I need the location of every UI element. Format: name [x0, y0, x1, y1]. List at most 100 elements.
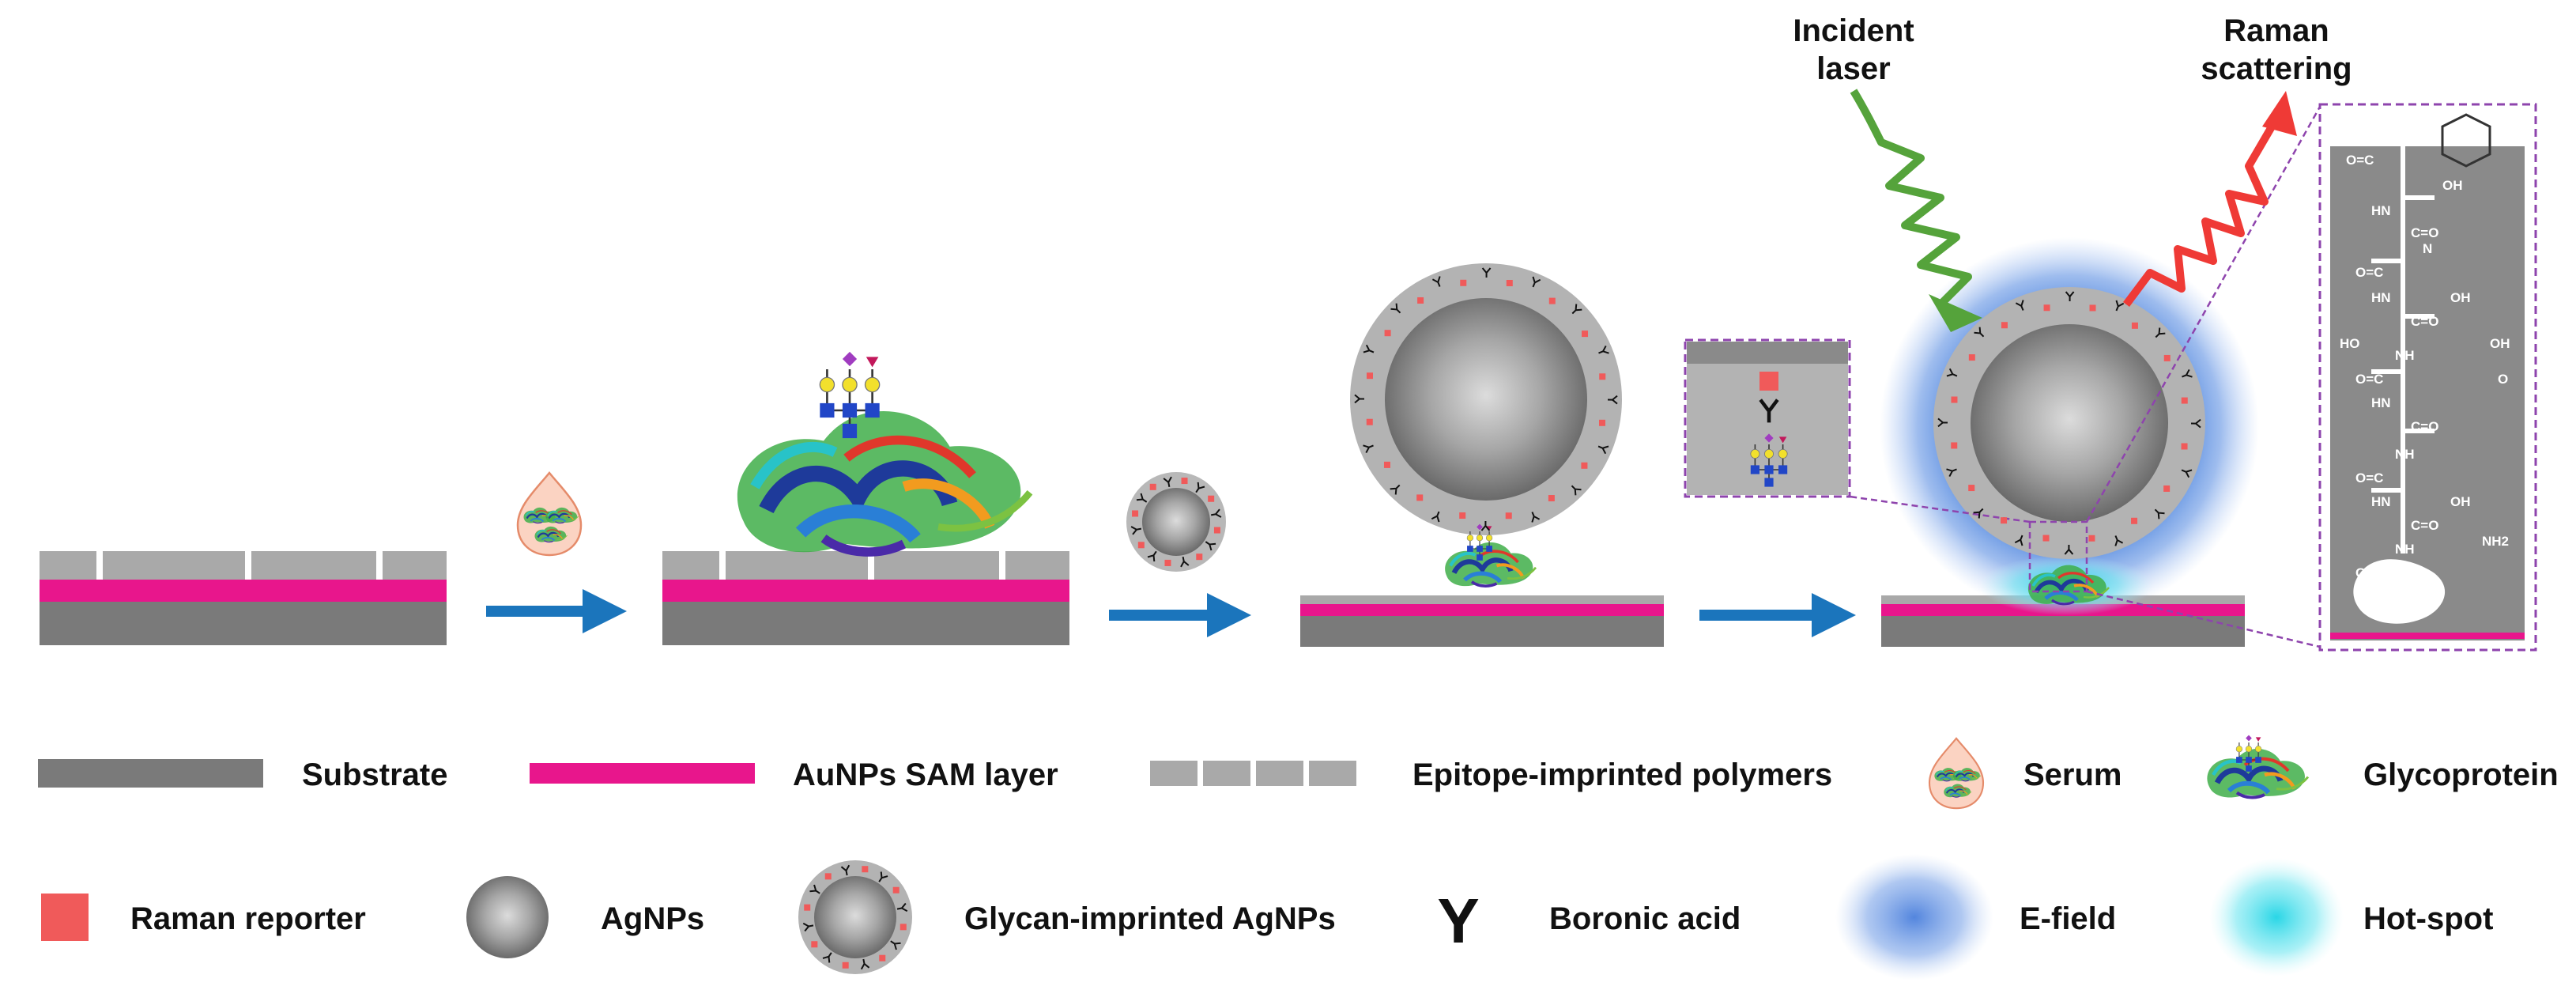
legend-boronic-symbol: Y: [1437, 886, 1479, 956]
peptide-label-19: HN: [2371, 494, 2391, 509]
peptide-label-24: O=C: [2355, 565, 2383, 580]
legend-hotspot-icon: [2209, 858, 2344, 977]
raman-reporter-mark: [1505, 512, 1512, 520]
boronic-acid-mark: [1180, 556, 1190, 568]
boronic-acid-mark: [1532, 276, 1541, 288]
legend-boronic: Boronic acid: [1549, 901, 1741, 936]
raman-reporter-mark: [2181, 397, 2188, 404]
boronic-acid-mark: [1390, 303, 1401, 314]
boronic-acid-mark: [1480, 520, 1491, 531]
legend-row-2: Raman reporter AgNPs Glycan-imprinted Ag…: [41, 854, 2493, 980]
boronic-acid-mark: [1147, 550, 1157, 562]
legend-hotspot: Hot-spot: [2363, 901, 2493, 936]
boronate-inset: [1684, 338, 1851, 498]
stage-4-readout: [1849, 106, 2321, 648]
boronic-acid-mark: [1597, 445, 1609, 455]
boronic-acid-mark: [2154, 508, 2165, 520]
boronic-acid-mark: [2014, 535, 2023, 546]
raman-reporter-mark: [1581, 462, 1588, 469]
raman-reporter-mark: [879, 954, 886, 962]
incident-label-line2: laser: [1816, 51, 1890, 86]
peptide-label-3: HN: [2371, 203, 2391, 218]
raman-scattering: [2123, 91, 2297, 307]
boronic-acid-mark: [1974, 327, 1985, 338]
raman-reporter-mark: [900, 924, 907, 931]
boronic-acid-mark: [809, 884, 820, 894]
boronic-acid-mark: [1363, 344, 1375, 353]
raman-reporter-mark: [2163, 485, 2171, 492]
boronic-acid-mark: [1937, 417, 1948, 428]
boronic-acid-mark: [2181, 469, 2193, 478]
agnp-core: [1385, 298, 1587, 501]
legend-glycoprotein-icon: [2207, 749, 2308, 797]
peptide-label-2: OH: [2442, 178, 2463, 193]
boronic-acid-mark: [1210, 508, 1222, 518]
peptide-label-20: OH: [2450, 494, 2471, 509]
raman-reporter-mark: [1137, 542, 1145, 549]
boronic-acid-mark: [1598, 345, 1609, 354]
peptide-label-9: C=O: [2411, 314, 2438, 329]
raman-label-line1: Raman: [2223, 13, 2329, 48]
peptide-label-17: NH: [2395, 447, 2415, 462]
boronic-acid-mark: [2064, 544, 2074, 555]
raman-reporter-mark: [1951, 442, 1958, 449]
raman-reporter-mark: [2042, 535, 2050, 542]
legend-substrate: Substrate: [302, 758, 448, 792]
boronic-acid-mark: [878, 871, 888, 882]
peptide-label-23: NH2: [2482, 534, 2509, 549]
legend-shell-decorations: [802, 864, 908, 970]
boronic-acid-mark: [2065, 291, 2075, 302]
raman-reporter-mark: [1968, 485, 1975, 492]
boronic-acid-mark: [840, 864, 850, 876]
legend-raman-reporter-swatch: [41, 894, 89, 941]
peptide-label-25: H2N: [2371, 589, 2398, 604]
boronic-acid-mark: [2190, 418, 2201, 429]
boronic-acid-mark: [1571, 485, 1582, 496]
raman-reporter-mark: [1548, 297, 1556, 304]
boronic-acid-mark: [1195, 482, 1205, 493]
stage-3-sandwich: [1300, 263, 1664, 647]
boronic-acid-mark: [1481, 267, 1492, 278]
epitope-layer: [40, 551, 447, 580]
boronic-acid-mark: [1531, 512, 1541, 523]
raman-reporter-mark: [862, 866, 869, 873]
legend-efield-icon: [1835, 854, 1993, 980]
raman-reporter-mark: [2088, 535, 2095, 542]
peptide-label-18: O=C: [2355, 470, 2383, 485]
boronic-acid-mark: [1607, 395, 1618, 405]
peptide-label-16: C=O: [2411, 419, 2438, 434]
boronic-acid-mark: [1571, 304, 1582, 315]
boronic-acid-mark: [2114, 535, 2124, 546]
peptide-label-15: HN: [2371, 395, 2391, 410]
boronic-acid-mark: [1946, 368, 1958, 377]
stage-1-substrate: [40, 551, 447, 645]
legend-raman-reporter: Raman reporter: [130, 901, 366, 936]
legend-agnps: AgNPs: [601, 901, 704, 936]
boronic-acid-mark: [1163, 476, 1172, 488]
peptide-label-8: OH: [2450, 290, 2471, 305]
legend-glycoprotein: Glycoprotein: [2363, 758, 2559, 792]
raman-reporter-mark: [892, 886, 900, 894]
raman-reporter-mark: [2163, 354, 2171, 361]
raman-reporter-mark: [1548, 495, 1555, 502]
legend-serum: Serum: [2023, 758, 2122, 792]
boronic-acid-mark: [1390, 484, 1401, 495]
boronic-acid-mark: [1973, 508, 1984, 519]
stage3-shell-decorations: [1354, 267, 1618, 531]
peptide-label-10: HO: [2340, 336, 2360, 351]
raman-reporter-mark: [1951, 396, 1958, 403]
legend-glycan-agnps: Glycan-imprinted AgNPs: [964, 901, 1336, 936]
raman-reporter-mark: [1599, 373, 1606, 380]
boronic-acid-mark: [802, 922, 814, 932]
raman-reporter-mark: [2001, 517, 2008, 524]
raman-reporter-mark: [2043, 304, 2050, 312]
raman-label-line2: scattering: [2201, 51, 2352, 86]
raman-reporter-mark: [842, 962, 849, 969]
raman-reporter-mark: [1417, 297, 1424, 304]
legend-agnps-icon: [466, 876, 549, 958]
incident-laser: [1850, 89, 1982, 332]
raman-reporter-mark: [1416, 494, 1424, 501]
raman-reporter-mark: [1460, 279, 1467, 286]
raman-reporter-mark: [1366, 372, 1373, 380]
raman-reporter-mark: [1383, 461, 1390, 468]
